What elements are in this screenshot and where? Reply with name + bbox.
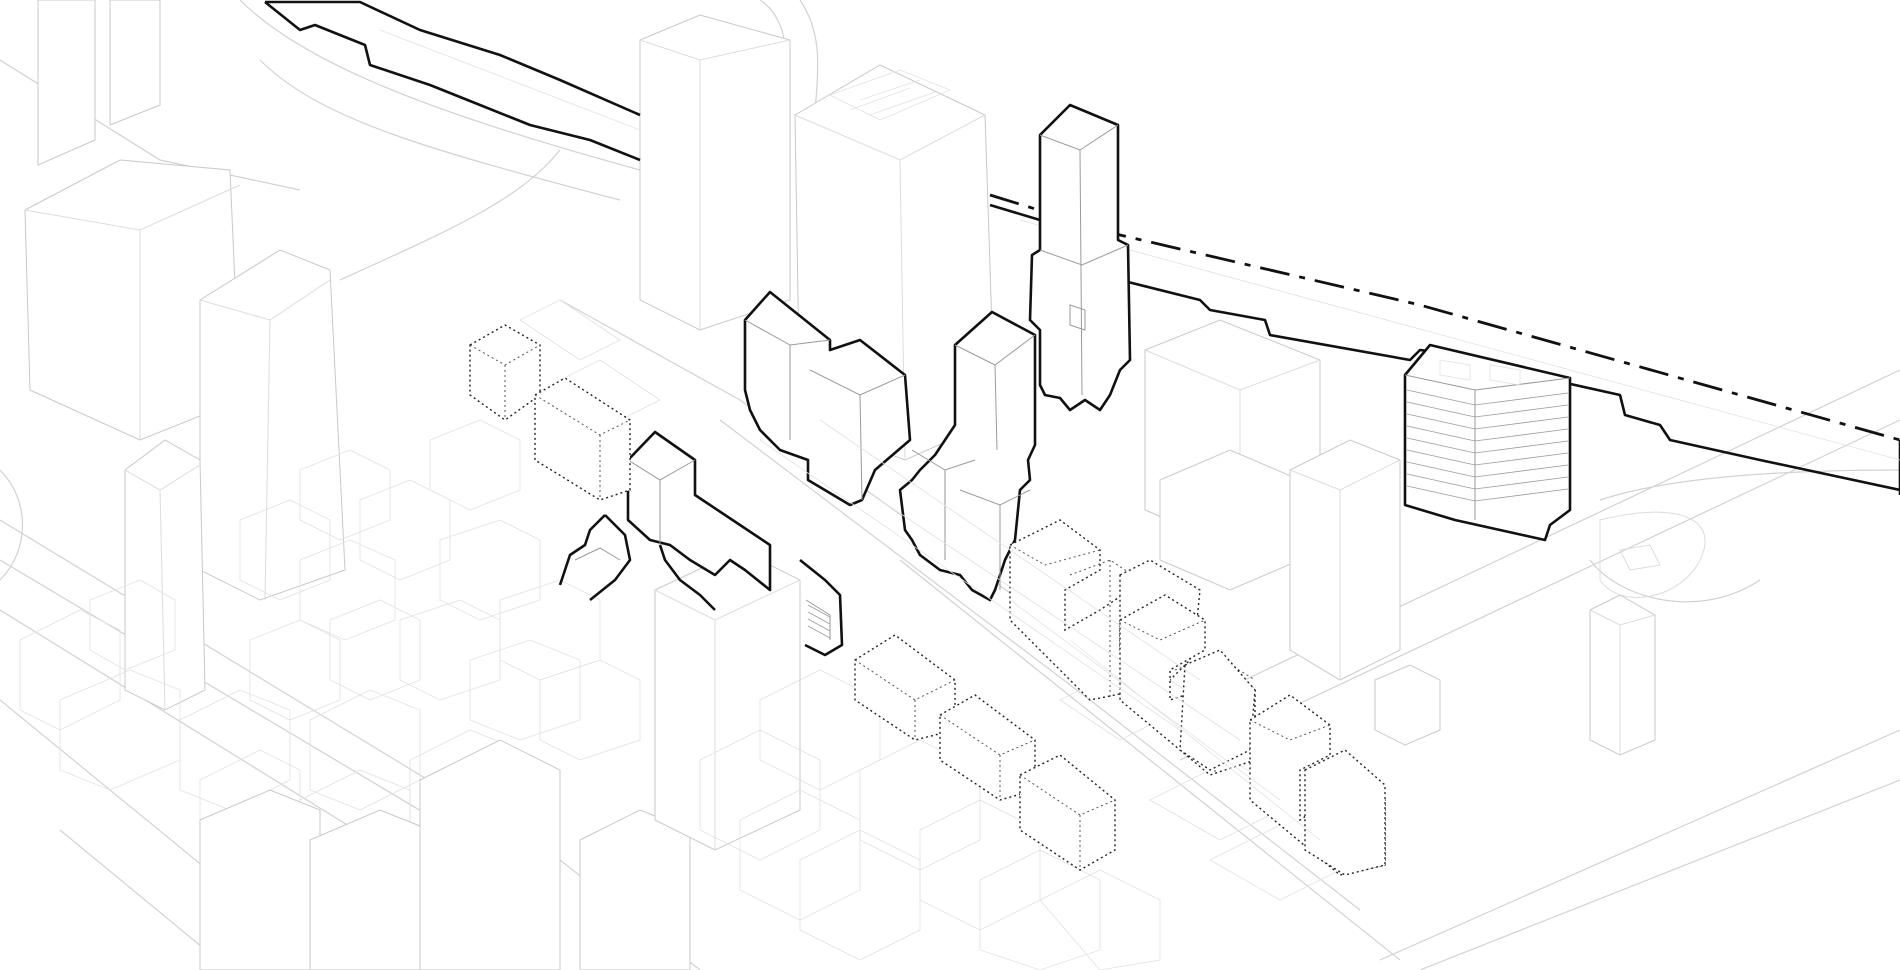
context-building <box>309 809 431 970</box>
proposed-building <box>1019 754 1116 871</box>
ground-detail <box>759 419 1321 841</box>
proposed-building <box>854 634 956 741</box>
highlighted-buildings-left <box>558 430 844 657</box>
elevated-rail-upper-left-lower-edge <box>264 0 641 162</box>
context-building <box>419 739 561 970</box>
plaza-outline <box>1599 511 1706 598</box>
context-tower <box>124 439 206 711</box>
context-tower-central <box>639 14 791 331</box>
proposed-building <box>1179 649 1256 771</box>
context-tower-farright <box>1589 594 1656 756</box>
rooftop-detail <box>828 69 952 121</box>
highlighted-tower-cluster <box>743 290 1037 602</box>
context-building-right-low <box>1159 449 1301 591</box>
context-rowhouses <box>699 669 1161 970</box>
proposed-building <box>534 377 631 501</box>
proposed-building <box>1304 749 1386 876</box>
context-building <box>199 789 321 970</box>
context-tower <box>199 249 346 601</box>
small-tower-floorlines <box>807 604 831 639</box>
context-building-small <box>1374 664 1441 746</box>
proposed-building <box>1009 519 1141 701</box>
context-tower <box>109 0 161 126</box>
context-tower <box>37 0 96 166</box>
rail-detail <box>379 29 1900 461</box>
context-tower-right <box>1289 439 1401 681</box>
proposed-buildings <box>469 324 1386 876</box>
context-tower <box>654 549 801 851</box>
context-tower <box>579 809 691 970</box>
highlighted-building-floorplates <box>1403 343 1572 542</box>
highlighted-tower <box>1028 103 1132 412</box>
elevated-rail-upper-left <box>265 0 641 117</box>
